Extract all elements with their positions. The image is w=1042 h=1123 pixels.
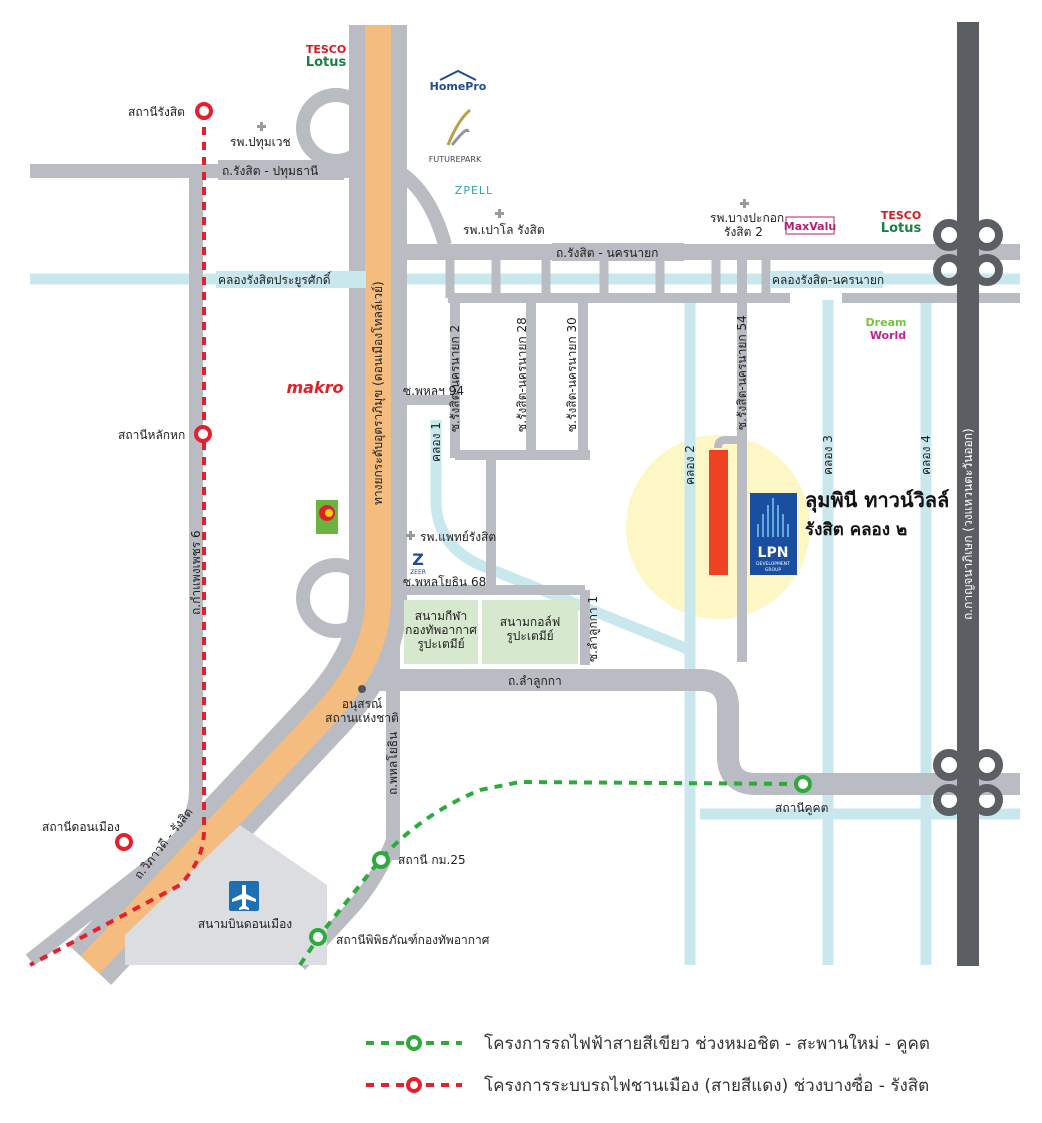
logo-zeer: ZEER <box>410 569 426 576</box>
homepro-roof-icon <box>439 69 477 81</box>
label-stadium-1: สนามกีฬา <box>415 609 467 623</box>
green-line-track <box>298 779 804 967</box>
label-soi-rangsit-2: ซ.รังสิต-นครนายก 2 <box>448 325 462 432</box>
motorway-kanchanaphisek <box>933 22 1003 966</box>
label-stadium-2: กองทัพอากาศ <box>405 623 477 637</box>
stadium-area <box>404 600 478 664</box>
label-station-airforce-museum: สถานีพิพิธภัณฑ์กองทัพอากาศ <box>336 933 490 947</box>
road-soi-54-hook <box>714 436 742 449</box>
lpn-logo-sub1: DEVELOPMENT <box>756 561 790 567</box>
logo-lotus-1: Lotus <box>306 55 347 70</box>
station-markers <box>115 102 812 946</box>
lpn-logo: LPN DEVELOPMENT GROUP <box>750 493 797 575</box>
project-name: ลุมพินี ทาวน์วิลล์ <box>805 488 949 513</box>
label-road-kamphaeng-phet-6: ถ.กำแพงเพชร 6 <box>189 530 203 615</box>
label-hosp-pathumvej: รพ.ปทุมเวช <box>230 135 291 150</box>
label-canal-rangsit-nakhonnayok: คลองรังสิต-นครนายก <box>772 273 884 287</box>
lpn-logo-text: LPN <box>758 545 789 561</box>
label-soi-rangsit-28: ซ.รังสิต-นครนายก 28 <box>515 317 529 432</box>
monument-dot <box>358 685 366 693</box>
lpn-logo-sub2: GROUP <box>765 567 781 573</box>
project-location: รังสิต คลอง ๒ <box>805 520 907 540</box>
road-phaholyothin-south <box>294 837 400 970</box>
label-canal-khlong-4: คลอง 4 <box>919 435 933 475</box>
logo-dream: Dream <box>866 316 907 329</box>
logo-tesco-2: TESCO <box>881 209 921 222</box>
label-soi-phahon68: ซ.พหลโยธิน 68 <box>403 575 486 589</box>
label-road-uttaraphimuk: ทางยกระดับอุตราภิมุข (ดอนเมืองโทลล์เวย์) <box>371 281 386 505</box>
label-road-rangsit-pathum: ถ.รังสิต - ปทุมธานี <box>222 164 318 179</box>
label-hosp-bangpakok-1: รพ.บางปะกอก <box>710 211 784 225</box>
legend-green-line: โครงการรถไฟฟ้าสายสีเขียว ช่วงหมอชิต - สะ… <box>364 1029 930 1057</box>
legend-red-line-icon <box>366 1077 462 1093</box>
logo-maxvalu: MaxValu <box>784 220 836 233</box>
airport-area <box>125 825 327 965</box>
label-monument-1: อนุสรณ์ <box>342 697 382 712</box>
label-station-khu-khot: สถานีคูคต <box>775 801 828 816</box>
label-station-don-mueang: สถานีดอนเมือง <box>42 820 120 834</box>
logo-zpell: ZPELL <box>455 184 493 197</box>
station-lak-hok-marker <box>194 425 212 443</box>
label-road-phaholyothin: ถ.พหลโยธิน <box>386 732 400 795</box>
legend-green-line-icon <box>366 1035 462 1051</box>
road-uttaraphimuk-tollway <box>80 25 391 974</box>
legend-red-line: โครงการระบบรถไฟชานเมือง (สายสีแดง) ช่วงบ… <box>364 1071 929 1099</box>
label-station-km25: สถานี กม.25 <box>398 853 466 867</box>
logo-makro: makro <box>287 378 344 397</box>
logo-maxvalu-box <box>785 216 835 235</box>
logo-tesco-1: TESCO <box>306 43 346 56</box>
label-station-rangsit: สถานีรังสิต <box>128 105 185 119</box>
legend-green-line-text: โครงการรถไฟฟ้าสายสีเขียว ช่วงหมอชิต - สะ… <box>484 1033 930 1054</box>
logo-zeer-z: Z <box>412 550 424 569</box>
label-golf-2: รูปะเตมีย์ <box>506 629 553 644</box>
station-don-mueang-marker <box>115 833 133 851</box>
label-stadium-3: รูปะเตมีย์ <box>417 637 464 652</box>
label-airport: สนามบินดอนเมือง <box>198 917 292 931</box>
label-hosp-paolo: รพ.เปาโล รังสิต <box>463 223 545 237</box>
label-canal-rangsit-prayoonsak: คลองรังสิตประยูรศักดิ์ <box>218 271 332 288</box>
logo-futurepark: FUTUREPARK <box>429 155 482 164</box>
label-station-lak-hok: สถานีหลักหก <box>118 428 185 442</box>
logo-homepro: HomePro <box>430 80 487 93</box>
bigc-logo-icon <box>316 500 338 534</box>
road-lam-luk-ka <box>370 669 1020 795</box>
station-km25-marker <box>372 851 390 869</box>
project-site-block <box>709 450 728 575</box>
label-soi-lamlukka1: ซ.ลำลูกกา 1 <box>586 596 601 662</box>
label-road-lam-luk-ka: ถ.ลำลูกกา <box>508 674 562 689</box>
station-khu-khot-marker <box>794 775 812 793</box>
label-road-rangsit-nakhonnayok: ถ.รังสิต - นครนายก <box>556 246 658 260</box>
label-hosp-bangpakok-2: รังสิต 2 <box>724 225 763 239</box>
canal-khlong-1 <box>430 420 693 656</box>
hospital-icon <box>257 122 749 540</box>
label-soi-rangsit-54: ซ.รังสิต-นครนายก 54 <box>735 315 749 430</box>
logo-world: World <box>870 329 906 342</box>
label-hosp-phaet: รพ.แพทย์รังสิต <box>420 530 496 544</box>
label-canal-khlong-3: คลอง 3 <box>821 435 835 475</box>
logo-lotus-2: Lotus <box>881 221 922 236</box>
label-golf-1: สนามกอล์ฟ <box>500 615 561 629</box>
futurepark-leaf-icon <box>446 108 471 146</box>
label-canal-khlong-2: คลอง 2 <box>683 445 697 485</box>
label-soi-phahon94: ซ.พหลฯ 94 <box>403 384 464 398</box>
station-airforce-museum-marker <box>309 928 327 946</box>
label-monument-2: สถานแห่งชาติ <box>325 711 399 725</box>
label-road-kanchanaphisek: ถ.กาญจนาภิเษก (วงแหวนตะวันออก) <box>961 428 975 620</box>
station-rangsit-marker <box>195 102 213 120</box>
airplane-icon <box>229 881 259 911</box>
label-soi-rangsit-30: ซ.รังสิต-นครนายก 30 <box>565 317 579 432</box>
legend-red-line-text: โครงการระบบรถไฟชานเมือง (สายสีแดง) ช่วงบ… <box>484 1075 930 1096</box>
golf-area <box>482 600 578 664</box>
label-canal-khlong-1: คลอง 1 <box>429 422 443 462</box>
